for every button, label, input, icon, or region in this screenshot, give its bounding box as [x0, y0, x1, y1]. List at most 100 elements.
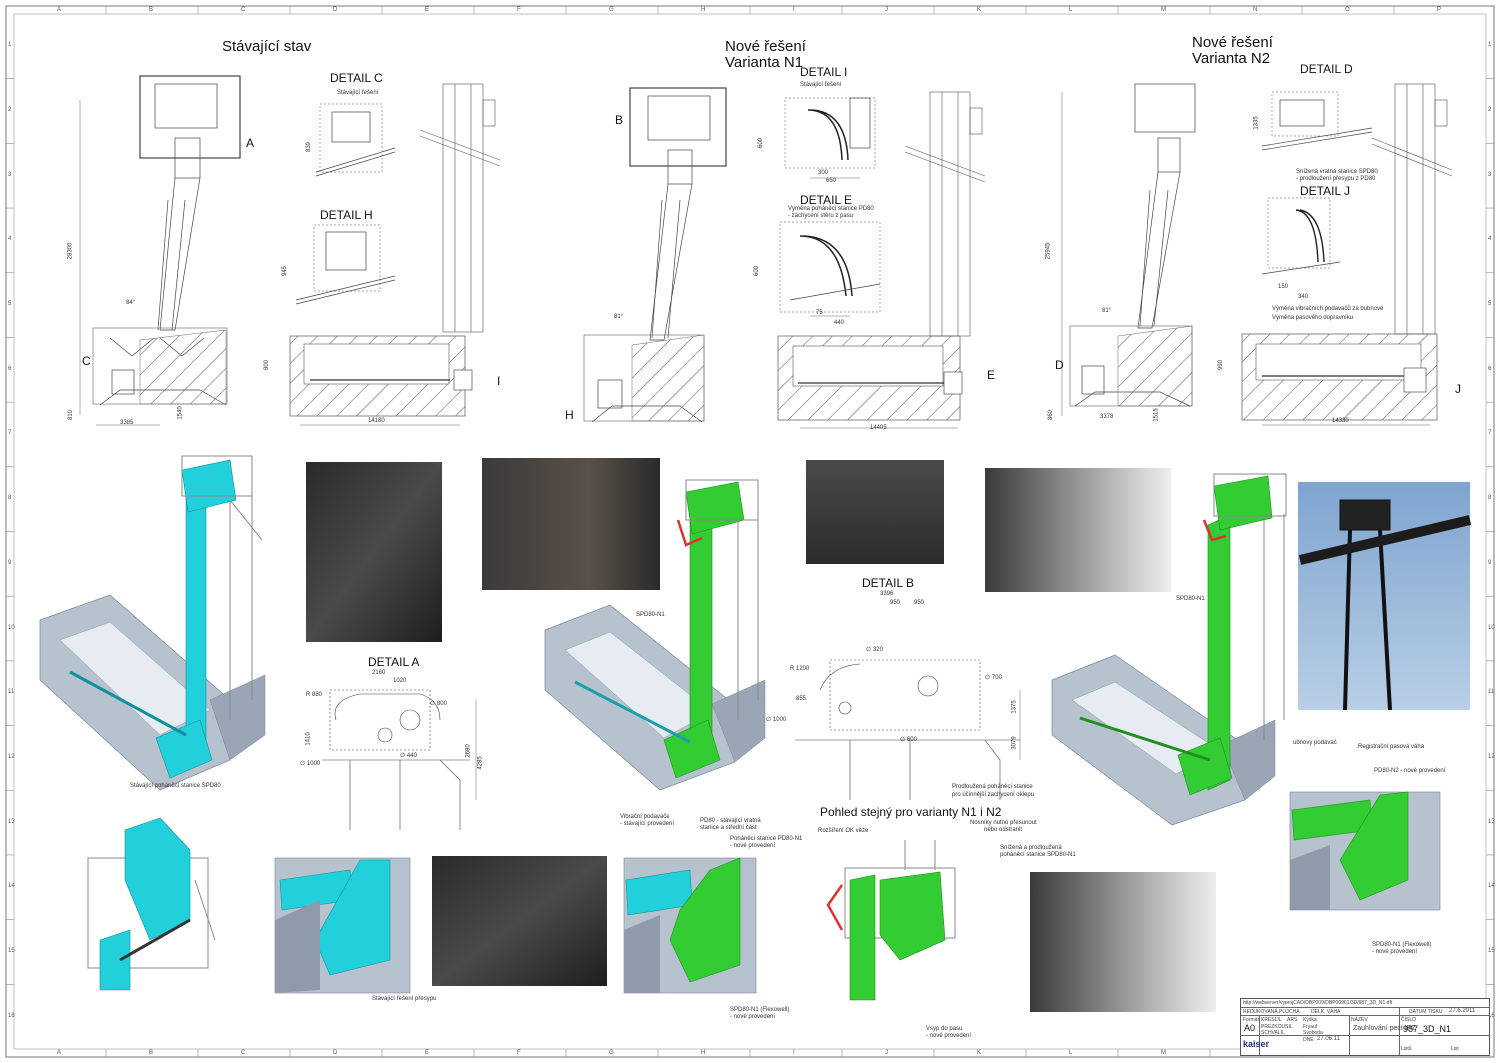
- detail-a-dim-1410: 1410: [305, 732, 312, 746]
- grid-col-label-top: C: [241, 7, 246, 13]
- detail-b-dim-950b: 950: [914, 600, 925, 606]
- tb-row-a: KRESLIL: [1261, 1017, 1282, 1023]
- section-n2-length: 14330: [1332, 418, 1349, 424]
- detail-j-dim-340: 340: [1298, 294, 1309, 300]
- detail-i-note: Stávající řešení: [800, 82, 842, 88]
- tb-format-label: Formát: [1243, 1017, 1259, 1023]
- grid-col-label-bottom: G: [609, 1050, 614, 1056]
- grid-row-label-right: 4: [1488, 236, 1492, 243]
- grid-col-label-top: H: [701, 7, 706, 13]
- same-view-3d: [826, 840, 956, 1001]
- tb-dne-label: DNE: [1303, 1037, 1314, 1043]
- existing-dim-810: 810: [68, 409, 75, 421]
- grid-row-label-left: 10: [8, 624, 15, 631]
- grid-col-label-top: A: [57, 7, 62, 13]
- detail-c-drawing: [315, 103, 396, 177]
- grid-row-label-right: 14: [1488, 883, 1495, 890]
- grid-row-label-left: 12: [8, 753, 15, 760]
- detail-d-title: DETAIL D: [1300, 62, 1353, 76]
- detail-b-drawing: [795, 659, 1021, 800]
- detail-b-dim-3079: 3079: [1011, 736, 1018, 750]
- section-title-n2-line2: Varianta N2: [1192, 50, 1271, 67]
- section-title-existing: Stávající stav: [222, 38, 312, 55]
- detail-b-dim-3396: 3396: [880, 591, 894, 597]
- grid-row-label-left: 5: [8, 301, 12, 308]
- n2-3d-model: [1051, 473, 1287, 826]
- grid-row-label-right: 7: [1488, 430, 1492, 437]
- tb-r1-label: REDUKOVANÁ PLOCHA: [1243, 1009, 1300, 1015]
- detail-h-dim: 945: [282, 265, 289, 277]
- grid-col-label-top: F: [517, 7, 521, 13]
- label-carriers-1: Nosníky nutno přesunout: [970, 820, 1037, 826]
- detail-i-drawing: [784, 97, 876, 179]
- grid-row-label-left: 7: [8, 430, 12, 437]
- existing-height-dim: 28300: [67, 242, 74, 260]
- tb-list-label: Listů: [1401, 1046, 1412, 1052]
- grid-col-label-top: M: [1161, 7, 1166, 13]
- detail-b-dim-r1200: R 1200: [790, 666, 810, 672]
- grid-col-label-top: N: [1253, 7, 1258, 13]
- detail-b-dim-d1000: ∅ 1000: [766, 717, 787, 723]
- grid-row-label-right: 16: [1488, 1012, 1495, 1019]
- grid-row-label-left: 15: [8, 947, 15, 954]
- tb-list-b: List: [1451, 1046, 1459, 1052]
- n2-drive-3d: [1289, 791, 1441, 911]
- grid-row-label-left: 3: [8, 171, 12, 178]
- grid-row-label-right: 15: [1488, 947, 1495, 954]
- grid-row-label-left: 2: [8, 107, 12, 114]
- detail-c-title: DETAIL C: [330, 71, 383, 85]
- tb-name: Zauhlování pecí IPZ: [1353, 1025, 1416, 1032]
- tb-number: 987_3D_N1: [1403, 1024, 1452, 1034]
- label-pd80-1: PD80 - stávající vratná: [700, 818, 761, 824]
- detail-b-dim-855: 855: [796, 696, 807, 702]
- n1-drive-3d: [623, 857, 757, 994]
- detail-b-note2: pro účinnější zachycení oklepu: [952, 792, 1035, 798]
- grid-col-label-bottom: I: [793, 1050, 795, 1056]
- grid-col-label-bottom: E: [425, 1050, 430, 1056]
- detail-b-note1: Prodloužená poháněcí stanice: [952, 784, 1033, 790]
- grid-col-label-top: K: [977, 7, 982, 13]
- detail-j-title: DETAIL J: [1300, 184, 1351, 198]
- label-drive-n1-2: - nové provedení: [730, 843, 776, 849]
- grid-col-label-bottom: M: [1161, 1050, 1166, 1056]
- n2-dim-1515: 1515: [1153, 408, 1160, 422]
- label-existing-drive: Stávající poháněcí stanice SPD80: [130, 783, 221, 789]
- label-ok-tower: Rozšíření OK věže: [818, 828, 869, 834]
- label-vib-feeders-1: Vibrační podavače: [620, 814, 670, 820]
- detail-a-dim-d1000: ∅ 1000: [300, 761, 321, 767]
- label-drive-n1-1: Poháněcí stanice PD80-N1: [730, 836, 803, 842]
- grid-col-label-top: D: [333, 7, 338, 13]
- detail-e-title: DETAIL E: [800, 193, 853, 207]
- label-vib-feeders-2: - stávající provedení: [620, 821, 675, 827]
- detail-a-drawing: [322, 689, 477, 830]
- grid-row-label-left: 16: [8, 1012, 15, 1019]
- detail-i-title: DETAIL I: [800, 65, 848, 79]
- detail-b-dim-d700: ∅ 700: [985, 675, 1002, 681]
- detail-a-dim-2160: 2160: [372, 670, 386, 676]
- grid-col-label-bottom: A: [57, 1050, 62, 1056]
- photo-belt-chute: [482, 458, 660, 590]
- n2-tower: [1371, 83, 1453, 335]
- existing-tower: [419, 83, 501, 333]
- label-existing-transfer: Stávající řešení přesypu: [372, 996, 437, 1002]
- tb-row-c: SCHVALIL: [1261, 1030, 1285, 1036]
- marker-i: I: [497, 374, 501, 388]
- grid-col-label-bottom: D: [333, 1050, 338, 1056]
- grid-col-label-bottom: J: [885, 1050, 888, 1056]
- marker-b: B: [615, 113, 624, 127]
- existing-drive-3d: [87, 817, 216, 991]
- detail-e-dim-440: 440: [834, 320, 845, 326]
- label-pd80-n2: PD80-N2 - nové provedení: [1374, 768, 1446, 774]
- grid-col-label-bottom: K: [977, 1050, 982, 1056]
- label-spd80-n1-right: SPD80-N1: [1176, 596, 1205, 602]
- grid-row-label-right: 12: [1488, 753, 1495, 760]
- photo-tower-silhouette: [1298, 499, 1472, 711]
- detail-j-drawing: [1261, 197, 1341, 275]
- existing-dim-3385: 3385: [120, 420, 134, 426]
- photo-transfer-interior: [432, 856, 607, 986]
- existing-angle: 84°: [126, 300, 136, 306]
- n2-dim-860: 860: [1048, 409, 1055, 421]
- section-n1-length: 14405: [870, 425, 887, 431]
- label-chute-2: - nové provedení: [926, 1033, 972, 1039]
